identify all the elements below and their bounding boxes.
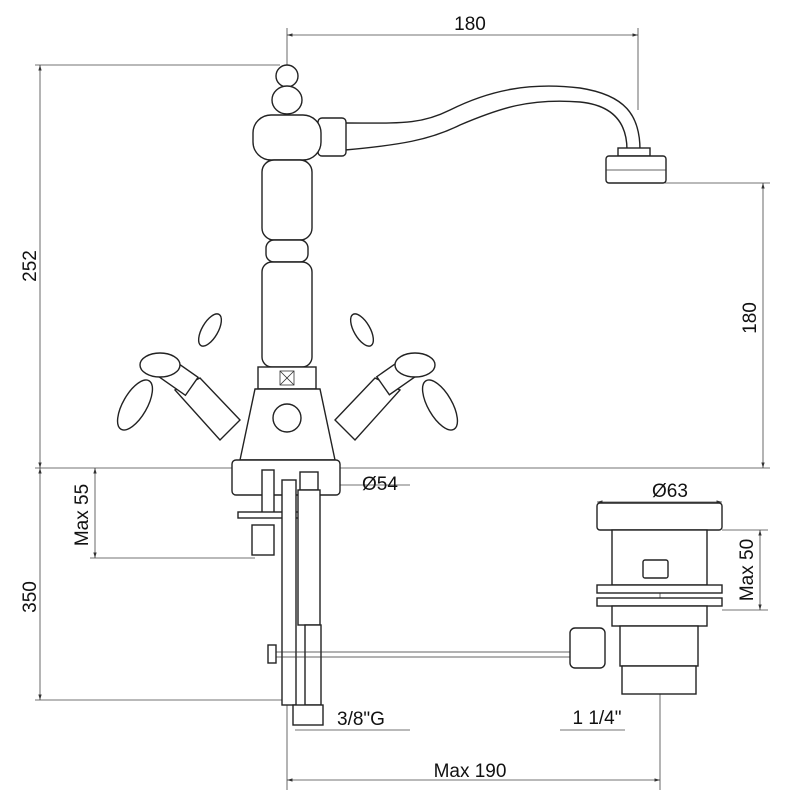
- label-max-55: Max 55: [72, 484, 93, 546]
- left-handle: [116, 313, 241, 442]
- label-max-190: Max 190: [434, 761, 507, 782]
- label-waste-thread: 1 1/4": [572, 708, 621, 729]
- label-max-50: Max 50: [737, 539, 758, 601]
- label-flexible-length: 350: [20, 581, 41, 613]
- label-total-height: 252: [20, 250, 41, 282]
- label-spout-height: 180: [740, 302, 761, 334]
- label-base-diameter: Ø54: [362, 474, 398, 495]
- faucet: [116, 64, 667, 726]
- label-waste-diameter: Ø63: [652, 481, 688, 502]
- label-supply-thread: 3/8"G: [337, 709, 385, 730]
- dimension-lines: [35, 28, 770, 790]
- pop-up-waste: [569, 502, 723, 695]
- right-handle: [334, 313, 459, 442]
- dimension-labels: 180 252 180 Max 55 Ø54 350 3/8"G Ø63 Max…: [20, 14, 761, 782]
- label-spout-reach: 180: [454, 14, 486, 35]
